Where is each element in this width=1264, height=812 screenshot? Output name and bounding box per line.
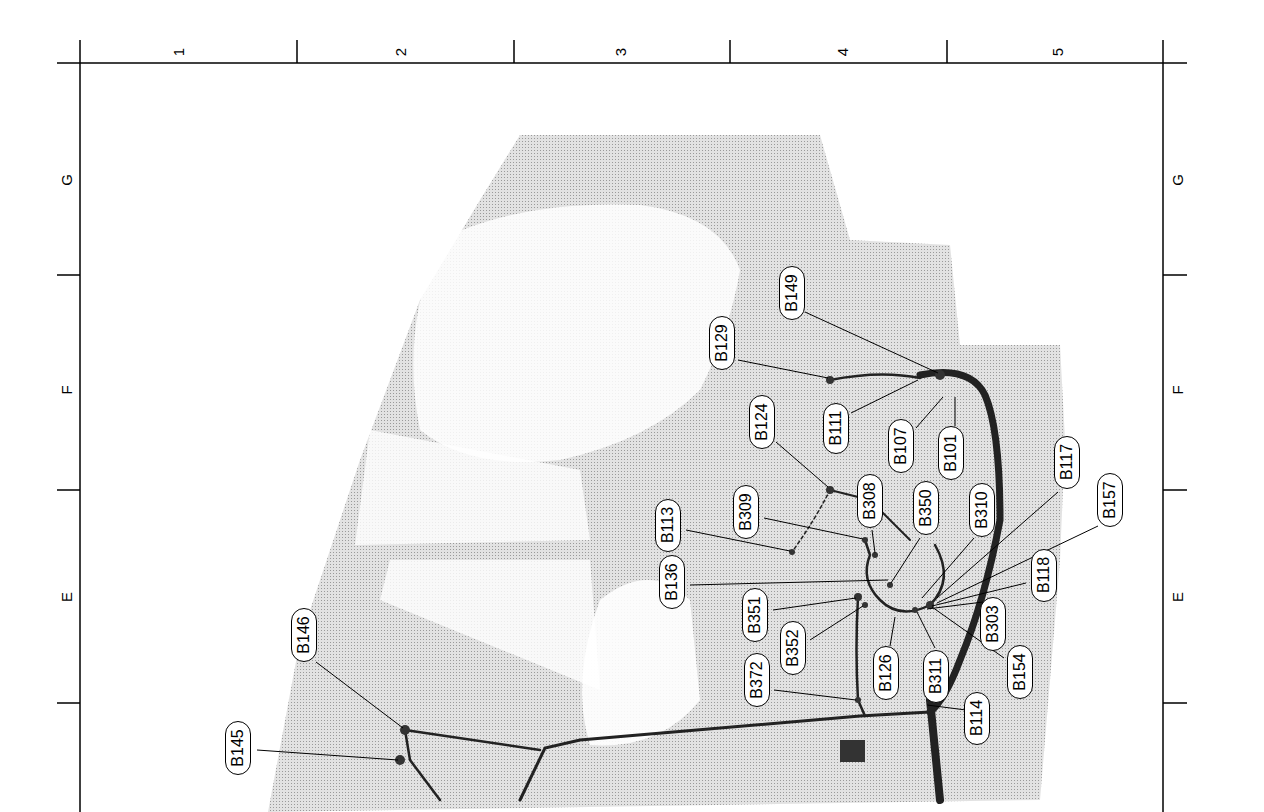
callout-bubble: B157 [1097, 473, 1123, 527]
callout-bubble: B352 [780, 621, 806, 675]
callout-bubble: B311 [923, 650, 949, 703]
callout-bubble: B118 [1031, 549, 1057, 602]
connector-code: B129 [714, 324, 730, 361]
connector-code: B107 [893, 427, 909, 464]
connector-code: B145 [230, 729, 246, 766]
connector-code: B111 [828, 411, 844, 446]
connector-code: B157 [1102, 481, 1118, 518]
grid-reference: F [59, 385, 74, 394]
grid-reference: 1 [171, 48, 186, 56]
callout-bubble: B154 [1007, 645, 1033, 699]
callout-bubble: B145 [225, 721, 251, 775]
grid-reference: E [1170, 592, 1185, 602]
grid-reference: 4 [835, 48, 850, 56]
callout-bubble: B308 [857, 474, 883, 528]
connector-code: B114 [969, 700, 985, 736]
callout-bubble: B107 [888, 419, 914, 473]
callout-bubble: B101 [938, 426, 964, 480]
callout-bubble: B117 [1054, 436, 1080, 489]
callout-bubble: B149 [779, 266, 805, 320]
connector-code: B146 [296, 616, 312, 653]
connector-code: B154 [1012, 653, 1028, 690]
connector-code: B352 [785, 629, 801, 666]
callout-bubble: B372 [744, 653, 770, 707]
callout-bubble: B310 [969, 483, 995, 537]
callout-bubble: B129 [709, 316, 735, 370]
connector-code: B113 [660, 507, 676, 543]
connector-code: B136 [664, 563, 680, 600]
grid-reference: F [1170, 385, 1185, 394]
connector-code: B310 [974, 491, 990, 528]
connector-code: B311 [928, 658, 944, 694]
callout-bubble: B113 [655, 499, 681, 552]
callout-bubble: B350 [913, 481, 939, 535]
connector-code: B126 [878, 654, 894, 691]
callout-bubble: B309 [733, 485, 759, 539]
callout-bubble: B351 [742, 588, 768, 642]
grid-reference: 5 [1050, 48, 1065, 56]
grid-reference: 3 [613, 48, 628, 56]
connector-code: B101 [943, 434, 959, 471]
grid-reference: E [59, 592, 74, 602]
callout-bubble: B146 [291, 608, 317, 662]
grid-reference: G [59, 174, 74, 186]
connector-code: B303 [985, 605, 1001, 642]
grid-reference: G [1170, 174, 1185, 186]
callout-bubble: B111 [823, 403, 849, 454]
connector-code: B124 [754, 403, 770, 440]
callout-bubble: B126 [873, 646, 899, 700]
callout-bubble: B136 [659, 555, 685, 609]
connector-code: B350 [918, 489, 934, 526]
connector-code: B117 [1059, 444, 1075, 480]
connector-code: B351 [747, 596, 763, 633]
callout-bubble: B303 [980, 597, 1006, 651]
grid-reference: 2 [393, 48, 408, 56]
connector-code: B149 [784, 274, 800, 311]
connector-code: B308 [862, 482, 878, 519]
callout-bubble: B114 [964, 692, 990, 745]
connector-code: B372 [749, 661, 765, 698]
connector-code: B118 [1036, 557, 1052, 593]
callout-bubble: B124 [749, 395, 775, 449]
connector-code: B309 [738, 493, 754, 530]
